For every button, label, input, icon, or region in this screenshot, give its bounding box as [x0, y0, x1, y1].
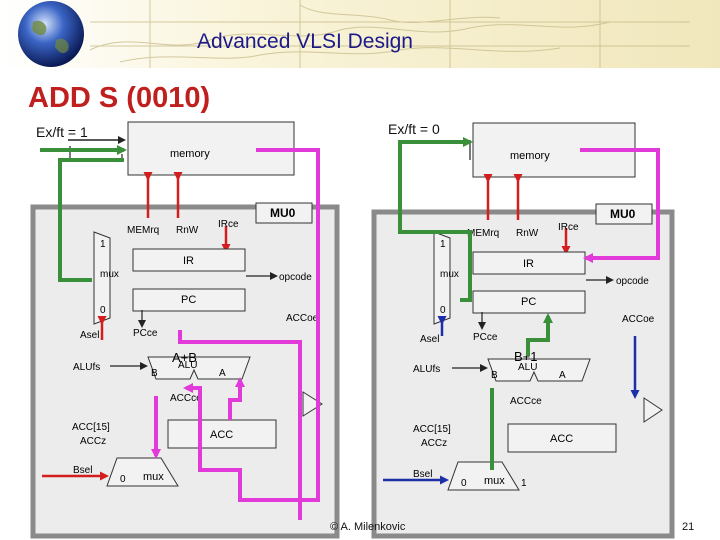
opcode-label: opcode: [616, 276, 649, 287]
pc-register: [472, 290, 586, 314]
b-mux-label: mux: [143, 471, 164, 483]
acc-label: ACC: [210, 429, 233, 441]
datapath-panel-ex-ft-1: Ex/ft = 1 memory MU0 MEMrq RnW IRce IR o…: [30, 121, 340, 539]
data-path: [212, 148, 320, 502]
mux-in-0: 0: [440, 305, 446, 316]
increment-path: [526, 313, 553, 356]
alu-b-label: B: [151, 368, 158, 379]
pc-register: [132, 288, 246, 312]
globe-icon: [18, 1, 84, 67]
acc-label: ACC: [550, 433, 573, 445]
mu0-label: MU0: [270, 206, 296, 220]
alu-label: ALU: [518, 362, 537, 373]
slide-title: ADD S (0010): [28, 82, 211, 114]
header-title: Advanced VLSI Design: [197, 30, 413, 53]
acc15-label: ACC[15]: [413, 424, 451, 435]
instruction-path: [580, 148, 660, 263]
accce-label: ACCce: [170, 393, 202, 404]
pcce-label: PCce: [473, 332, 498, 343]
asel-label: Asel: [80, 330, 99, 341]
irce-label: IRce: [218, 219, 239, 230]
pc-label: PC: [521, 296, 536, 308]
b-mux: [106, 457, 179, 487]
map-background: [89, 0, 690, 68]
alu-operation: B+1: [514, 349, 538, 364]
datapath-panel-ex-ft-0: Ex/ft = 0 memory MU0 MEMrq RnW IRce IR o…: [371, 121, 675, 539]
memrq-label: MEMrq: [467, 228, 499, 239]
mu0-box: [595, 203, 653, 225]
ir-register: [472, 251, 586, 275]
accoe-label: ACCoe: [622, 314, 655, 325]
footer-credit: © A. Milenkovic: [330, 521, 406, 533]
alu-result-path: [178, 330, 302, 520]
mux-label: mux: [440, 269, 459, 280]
accoe-label: ACCoe: [286, 313, 319, 324]
memrq-label: MEMrq: [127, 225, 159, 236]
condition-label: Ex/ft = 1: [36, 124, 88, 140]
alu-b-label: B: [491, 370, 498, 381]
accce-label: ACCce: [510, 396, 542, 407]
ir-register: [132, 248, 246, 272]
address-mux: [433, 231, 451, 325]
alu-label: ALU: [178, 360, 197, 371]
alufs-label: ALUfs: [413, 364, 440, 375]
ir-label: IR: [183, 255, 194, 267]
irce-label: IRce: [558, 222, 579, 233]
pcce-label: PCce: [133, 328, 158, 339]
address-mux: [93, 231, 111, 325]
b-mux-in-0: 0: [120, 474, 126, 485]
pc-select-path: [58, 158, 124, 282]
b-mux: [447, 461, 520, 491]
alu-block: [487, 358, 591, 382]
acc-register: [167, 419, 277, 449]
alu-a-label: A: [219, 368, 226, 379]
mux-label: mux: [100, 269, 119, 280]
b-mux-label: mux: [484, 475, 505, 487]
page-number: 21: [682, 521, 695, 533]
rnw-label: RnW: [176, 225, 199, 236]
memory-label: memory: [510, 150, 550, 162]
opcode-label: opcode: [279, 272, 312, 283]
output-buffer: [643, 397, 663, 423]
header-banner: Advanced VLSI Design: [0, 0, 720, 68]
accz-label: ACCz: [80, 436, 106, 447]
alufs-label: ALUfs: [73, 362, 100, 373]
accz-label: ACCz: [421, 438, 447, 449]
asel-label: Asel: [420, 334, 439, 345]
acc15-label: ACC[15]: [72, 422, 110, 433]
b-mux-in-0: 0: [461, 478, 467, 489]
bsel-label: Bsel: [73, 465, 92, 476]
b-mux-in-1: 1: [521, 478, 527, 489]
acc-register: [507, 423, 617, 453]
ir-label: IR: [523, 258, 534, 270]
alu-block: [147, 356, 251, 380]
mux-in-1: 1: [100, 239, 106, 250]
mux-in-1: 1: [440, 239, 446, 250]
mu0-label: MU0: [610, 207, 636, 221]
condition-label: Ex/ft = 0: [388, 121, 440, 137]
memory-label: memory: [170, 148, 210, 160]
operand-path: [183, 383, 212, 472]
mu0-box: [255, 202, 313, 224]
mux-in-0: 0: [100, 305, 106, 316]
output-buffer: [302, 391, 323, 417]
alu-operation: A+B: [172, 350, 197, 365]
acc-operand-path: [228, 377, 245, 420]
rnw-label: RnW: [516, 228, 539, 239]
alu-a-label: A: [559, 370, 566, 381]
bsel-label: Bsel: [413, 469, 432, 480]
pc-label: PC: [181, 294, 196, 306]
